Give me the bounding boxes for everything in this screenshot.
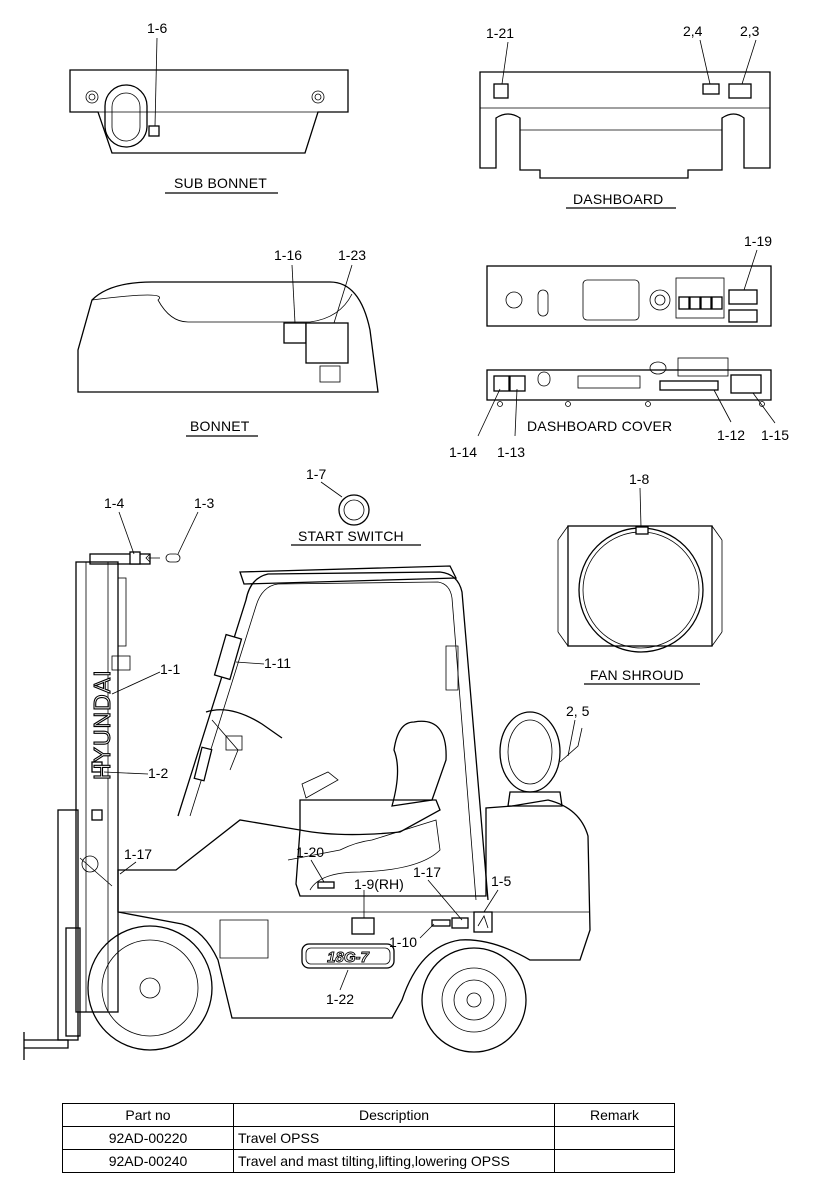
callout-1-13: 1-13	[497, 444, 525, 460]
callout-1-20: 1-20	[296, 844, 324, 860]
fan-shroud-view	[557, 487, 723, 653]
mast-brand-decal: HYUNDAI	[89, 669, 115, 780]
forklift-leaders	[103, 511, 576, 991]
bonnet-view	[77, 264, 379, 393]
part-no-cell: 92AD-00240	[62, 1149, 234, 1173]
caption-bonnet: BONNET	[190, 418, 250, 434]
callout-1-16: 1-16	[274, 247, 302, 263]
callout-1-17-left: 1-17	[124, 846, 152, 862]
callout-1-1: 1-1	[160, 661, 180, 677]
decal-location-diagram: 1-6 SUB BONNET 1-21 2,4 2,3 DASHBOARD 1-…	[23, 20, 789, 1060]
callout-1-9-rh: 1-9(RH)	[354, 876, 404, 892]
callout-1-5: 1-5	[491, 873, 511, 889]
caption-start-switch: START SWITCH	[298, 528, 404, 544]
dashboard-view	[479, 39, 771, 179]
start-switch-view	[320, 481, 370, 526]
header-remark: Remark	[554, 1103, 675, 1127]
callout-1-22: 1-22	[326, 991, 354, 1007]
callout-1-8: 1-8	[629, 471, 649, 487]
description-cell: Travel OPSS	[233, 1126, 555, 1150]
caption-fan-shroud: FAN SHROUD	[590, 667, 684, 683]
callout-2-4: 2,4	[683, 23, 703, 39]
callout-1-4: 1-4	[104, 495, 124, 511]
remark-cell	[554, 1126, 675, 1150]
sub-bonnet-view	[69, 37, 349, 154]
table-row: 92AD-00220 Travel OPSS	[62, 1126, 675, 1150]
caption-sub-bonnet: SUB BONNET	[174, 175, 267, 191]
callout-1-6: 1-6	[147, 20, 167, 36]
callout-1-17-right: 1-17	[413, 864, 441, 880]
header-description: Description	[233, 1103, 555, 1127]
caption-dashboard-cover: DASHBOARD COVER	[527, 418, 672, 434]
dashboard-cover-view	[477, 357, 776, 437]
callout-1-12: 1-12	[717, 427, 745, 443]
callout-1-14: 1-14	[449, 444, 477, 460]
callout-1-21: 1-21	[486, 25, 514, 41]
header-part-no: Part no	[62, 1103, 234, 1127]
dashboard-rear-view	[486, 249, 772, 327]
callout-1-3: 1-3	[194, 495, 214, 511]
part-no-cell: 92AD-00220	[62, 1126, 234, 1150]
remark-cell	[554, 1149, 675, 1173]
model-badge-decal: 18G-7	[327, 949, 369, 966]
description-cell: Travel and mast tilting,lifting,lowering…	[233, 1149, 555, 1173]
callout-1-11: 1-11	[264, 655, 291, 671]
forklift-side-view	[23, 551, 591, 1060]
callout-2-5: 2, 5	[566, 703, 590, 719]
callout-1-10: 1-10	[389, 934, 417, 950]
parts-table-header-row: Part no Description Remark	[62, 1103, 675, 1127]
callout-1-15: 1-15	[761, 427, 789, 443]
callout-2-3: 2,3	[740, 23, 760, 39]
table-row: 92AD-00240 Travel and mast tilting,lifti…	[62, 1149, 675, 1173]
callout-1-19: 1-19	[744, 233, 772, 249]
callout-1-2: 1-2	[148, 765, 168, 781]
parts-table: Part no Description Remark 92AD-00220 Tr…	[62, 1103, 675, 1173]
caption-dashboard: DASHBOARD	[573, 191, 663, 207]
callout-1-7: 1-7	[306, 466, 326, 482]
callout-1-23: 1-23	[338, 247, 366, 263]
